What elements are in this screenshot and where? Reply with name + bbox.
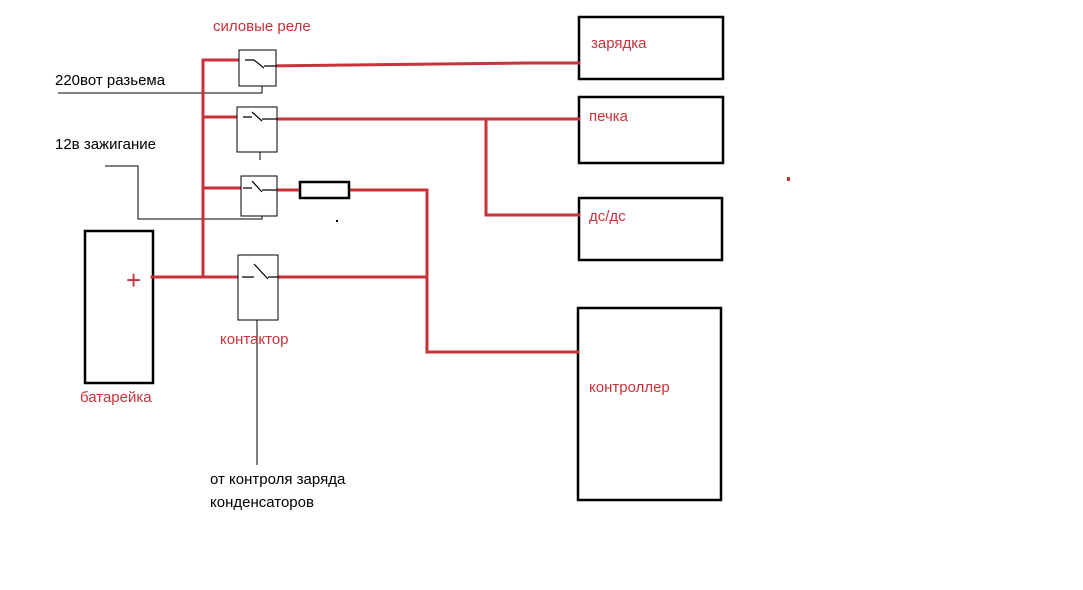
relay-bus-vertical [201,58,247,279]
power-relay-3 [240,175,278,217]
heater-label: печка [589,108,629,125]
ignition-12v-label: 12в зажигание [55,136,156,153]
controller-label: контроллер [589,379,670,396]
dcdc-label: дс/дс [589,208,626,225]
resistor-to-junction [347,188,429,279]
dcdc-box [577,196,724,262]
connector-220-control-wire [58,86,263,94]
controller-box [576,306,723,502]
charger-box [577,15,725,81]
power-relay-2 [236,106,278,153]
relay1-to-charger [262,61,581,68]
relay-1-switch-icon [245,59,276,69]
contactor-label: контактор [220,331,289,348]
power-relay-1 [238,49,277,87]
battery-label: батарейка [80,389,152,406]
stray-dot [787,177,790,181]
heater-box [577,95,725,165]
ignition-control-wire [105,165,263,220]
capacitor-charge-label-line1: от контроля заряда [210,471,346,488]
battery-box [83,229,155,385]
small-black-dot [336,220,338,222]
junction-to-controller [425,275,580,354]
connector-220-label: 220вот разьема [55,72,166,89]
precharge-resistor [298,180,351,200]
power-relays-label: силовые реле [213,18,311,35]
battery-plus-sign: + [126,265,141,295]
contactor-box [237,254,279,321]
charger-label: зарядка [591,35,647,52]
heater-branch-to-dcdc [484,117,581,217]
relay-2-switch-icon [243,111,277,122]
contactor-switch-icon [242,263,278,280]
relay-3-switch-icon [243,180,277,193]
capacitor-charge-label-line2: конденсаторов [210,494,314,511]
